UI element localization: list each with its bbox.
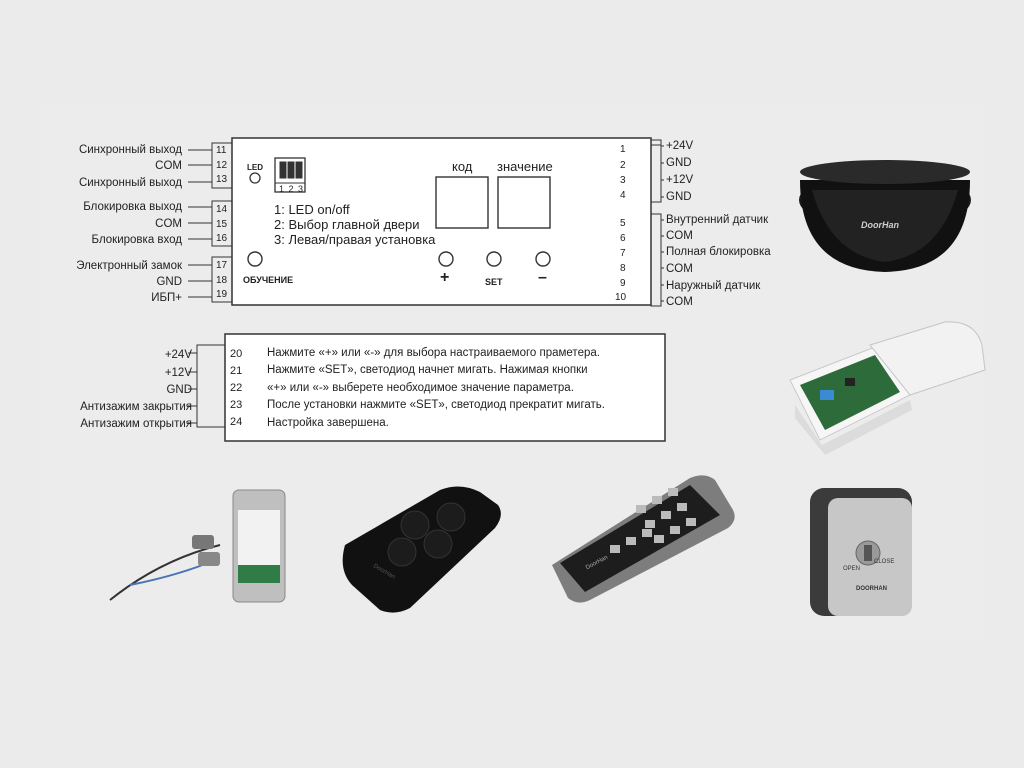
left-label-18: GND (156, 276, 182, 288)
key-switch-brand: DOORHAN (856, 586, 887, 592)
left-pin-15: 15 (216, 219, 228, 230)
lower-pin-20: 20 (230, 348, 243, 360)
left-pin-18: 18 (216, 275, 228, 286)
svg-text:DoorHan: DoorHan (861, 220, 900, 230)
value-label: значение (497, 159, 553, 174)
lower-label-20: +24V (164, 349, 192, 361)
right-connectors (650, 139, 664, 307)
left-label-15: COM (155, 218, 182, 230)
right-label-8: COM (666, 263, 693, 275)
key-switch-close-label: CLOSE (874, 559, 895, 565)
lower-pin-23: 23 (230, 399, 243, 411)
lower-pin-22: 22 (230, 382, 243, 394)
instruction-3: «+» или «-» выберете необходимое значени… (267, 382, 574, 394)
key-switch-device (810, 488, 912, 616)
sensor-device: DoorHan (799, 160, 971, 272)
remote-device (342, 486, 501, 613)
led-label: LED (247, 163, 263, 172)
left-label-12: COM (155, 160, 182, 172)
right-pin-7: 7 (620, 248, 626, 259)
right-pin-2: 2 (620, 160, 626, 171)
dip-desc-1: 1: LED on/off (274, 202, 350, 217)
lower-label-21: +12V (164, 367, 192, 379)
right-pin-9: 9 (620, 278, 626, 289)
left-label-17: Электронный замок (76, 260, 182, 272)
receiver-device (789, 321, 986, 455)
right-pin-5: 5 (620, 218, 626, 229)
value-display (497, 176, 551, 229)
led-indicator (249, 172, 261, 184)
lower-label-22: GND (166, 384, 192, 396)
right-pin-10: 10 (615, 292, 627, 303)
right-pin-3: 3 (620, 175, 626, 186)
instruction-4: После установки нажмите «SET», светодиод… (267, 399, 605, 411)
dip-desc-3: 3: Левая/правая установка (274, 232, 436, 247)
lower-label-23: Антизажим закрытия (80, 401, 192, 413)
code-label: код (452, 159, 473, 174)
left-label-11: Синхронный выход (78, 144, 182, 156)
right-label-4: GND (666, 191, 692, 203)
right-pin-4: 4 (620, 190, 626, 201)
set-label: SET (485, 277, 503, 287)
left-pin-16: 16 (216, 233, 228, 244)
lower-label-24: Антизажим открытия (80, 418, 192, 430)
left-label-19: ИБП+ (151, 292, 182, 304)
right-pin-1: 1 (620, 144, 626, 155)
lower-pin-24: 24 (230, 416, 243, 428)
code-display (435, 176, 489, 229)
right-label-1: +24V (666, 140, 694, 152)
left-pin-11: 11 (216, 145, 227, 156)
right-label-10: COM (666, 296, 693, 308)
right-label-7: Полная блокировка (666, 246, 771, 258)
plus-label: + (440, 269, 450, 286)
lower-connectors (188, 344, 226, 428)
minus-label: – (538, 269, 547, 286)
right-pin-6: 6 (620, 233, 626, 244)
right-label-2: GND (666, 157, 692, 169)
instruction-1: Нажмите «+» или «-» для выбора настраива… (267, 347, 600, 359)
left-label-16: Блокировка вход (91, 234, 182, 246)
learn-button-shape (247, 251, 263, 267)
dip-desc-2: 2: Выбор главной двери (274, 217, 420, 232)
set-button-shape (486, 251, 502, 267)
instruction-5: Настройка завершена. (267, 417, 389, 429)
right-label-6: COM (666, 230, 693, 242)
right-label-5: Внутренний датчик (666, 214, 769, 226)
left-label-14: Блокировка выход (83, 201, 182, 213)
left-pin-13: 13 (216, 174, 228, 185)
right-label-9: Наружный датчик (666, 280, 761, 292)
right-label-3: +12V (666, 174, 694, 186)
learn-label: ОБУЧЕНИЕ (243, 275, 294, 285)
left-pin-12: 12 (216, 160, 228, 171)
left-pin-17: 17 (216, 260, 228, 271)
key-switch-open-label: OPEN (843, 566, 861, 572)
left-label-13: Синхронный выход (78, 177, 182, 189)
dip-numbers: 1 2 3 (279, 184, 305, 194)
keypad-device (552, 475, 735, 603)
right-pin-8: 8 (620, 263, 626, 274)
photocell-device (109, 489, 286, 603)
instruction-2: Нажмите «SET», светодиод начнет мигать. … (267, 364, 588, 376)
left-pin-19: 19 (216, 289, 228, 300)
plus-button-shape (438, 251, 454, 267)
left-pin-14: 14 (216, 204, 228, 215)
left-connectors (188, 142, 233, 303)
minus-button-shape (535, 251, 551, 267)
lower-pin-21: 21 (230, 365, 243, 377)
dip-switch (274, 157, 306, 193)
instruction-box (224, 333, 666, 442)
